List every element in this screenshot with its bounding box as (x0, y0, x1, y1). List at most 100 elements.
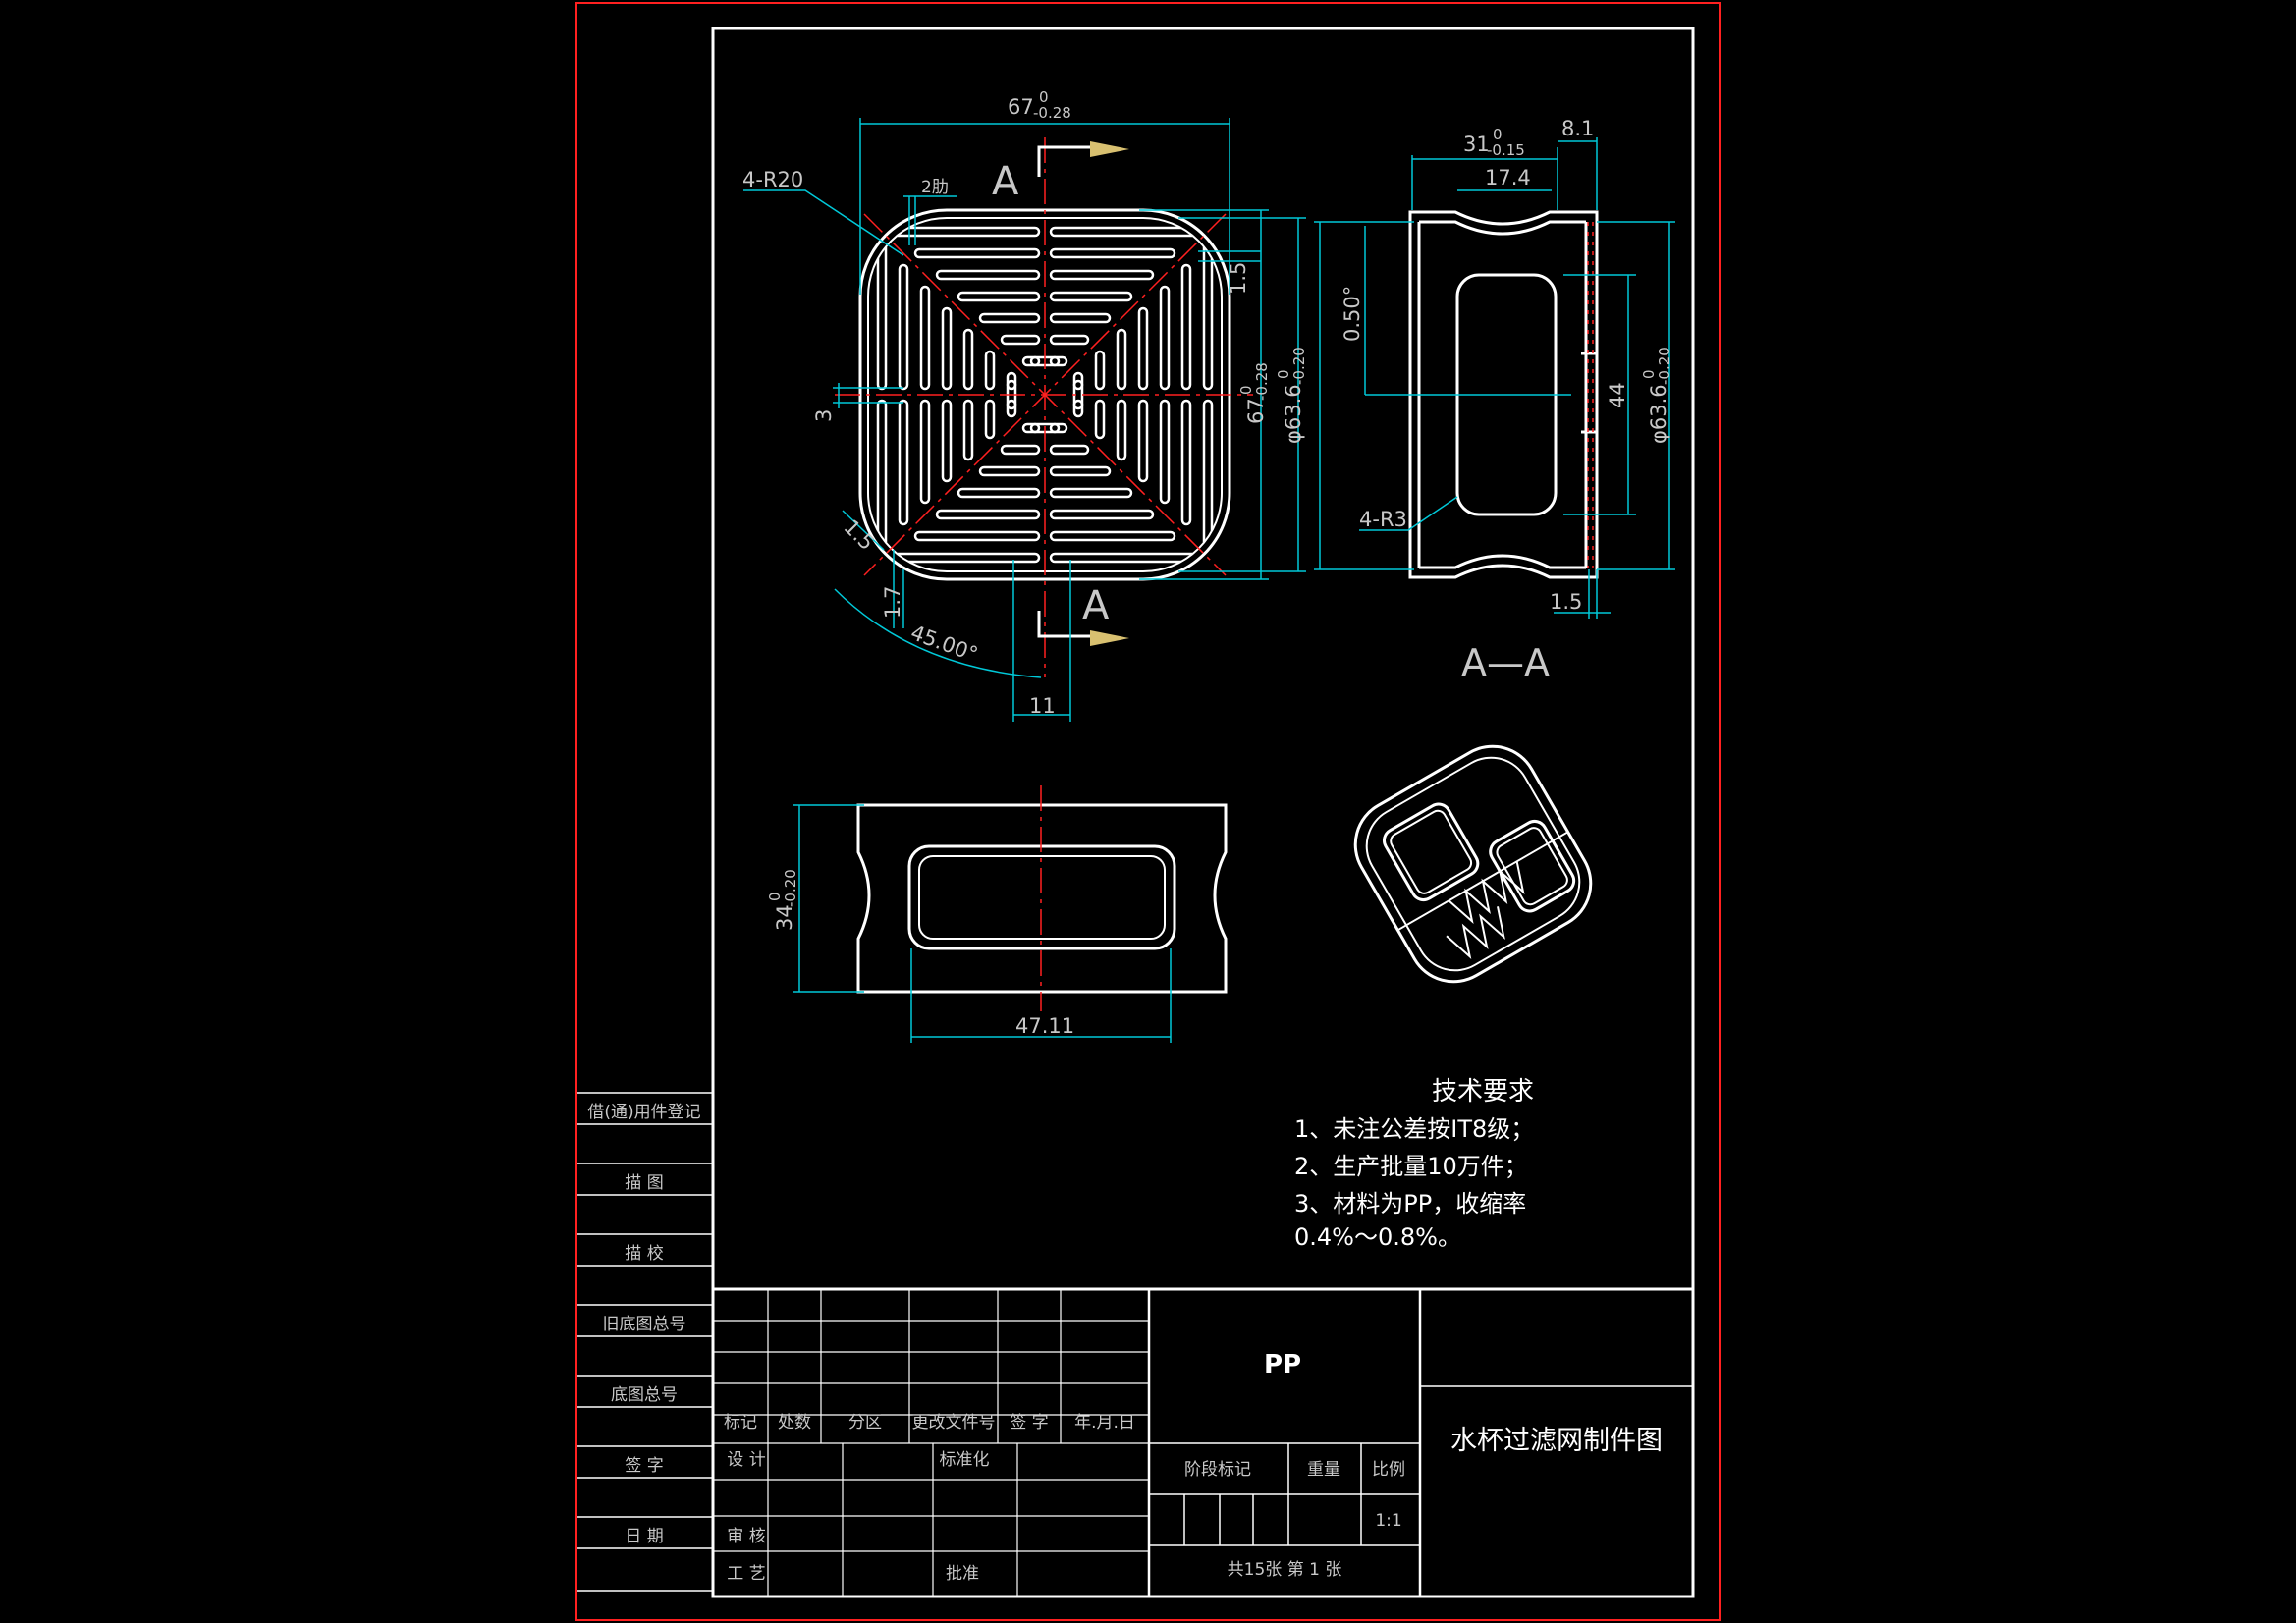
filter-slot (898, 263, 909, 391)
sheet-count: 共15张 第 1 张 (1228, 1560, 1342, 1580)
dim-width-tol-upper: 0 (1039, 88, 1049, 106)
filter-slot (1000, 334, 1041, 346)
section-caption: A—A (1461, 641, 1550, 684)
filter-slot (1049, 487, 1133, 499)
dim-diameter-tol-lower: -0.20 (1290, 347, 1308, 385)
section-mark-bottom (1037, 611, 1129, 646)
front-diagonal-2 (863, 213, 1227, 576)
filter-slot (978, 465, 1041, 477)
dim-slot: 3 (812, 409, 836, 422)
material-label: PP (1264, 1350, 1301, 1380)
tech-item-4: 0.4%～0.8%。 (1294, 1223, 1461, 1251)
side-dim-height: 34 (773, 904, 796, 931)
dim-diameter-tol-upper: 0 (1275, 369, 1292, 379)
filter-slot (913, 247, 1041, 259)
filter-slot (1049, 422, 1068, 434)
filter-slot (876, 399, 888, 548)
sec-dim-depth-tol-lower: -0.15 (1487, 141, 1525, 159)
filter-slot (1202, 242, 1214, 391)
filter-slot (935, 269, 1041, 281)
filter-slot (1049, 247, 1176, 259)
rev-header-doc-no: 更改文件号 (912, 1413, 996, 1433)
tech-requirements: 技术要求 1、未注公差按IT8级； 2、生产批量10万件； 3、材料为PP，收缩… (1294, 1077, 1534, 1251)
strip-label-drawing-no: 底图总号 (611, 1385, 678, 1405)
rib-label: 2肋 (921, 178, 949, 197)
filter-slot (1116, 399, 1127, 461)
filter-slot (1137, 306, 1149, 391)
filter-slot (962, 399, 974, 461)
weight-label: 重量 (1307, 1460, 1340, 1480)
strip-label-old-drawing-no: 旧底图总号 (603, 1315, 686, 1334)
rev-header-count: 处数 (778, 1413, 811, 1433)
filter-slot (1049, 509, 1155, 520)
filter-slot (984, 350, 996, 391)
filter-slot (1000, 444, 1041, 456)
sec-dim-diameter: φ63.6 (1647, 384, 1670, 444)
filter-slot (1049, 312, 1112, 324)
side-dim-height-tol-lower: -0.20 (782, 869, 799, 907)
sec-radius-label: 4-R3 (1359, 508, 1407, 531)
filter-slot (957, 291, 1041, 302)
sec-dim-depth-tol-upper: 0 (1493, 126, 1503, 143)
filter-slot (919, 399, 931, 505)
filter-slot (941, 399, 953, 483)
dim-width-tol-lower: -0.28 (1033, 104, 1071, 122)
filter-slot (1180, 399, 1192, 526)
side-window-outer (907, 844, 1176, 950)
left-strip (577, 1092, 713, 1592)
filter-slot (957, 487, 1041, 499)
filter-slot (898, 399, 909, 526)
tech-title: 技术要求 (1432, 1077, 1534, 1107)
rev-header-date: 年.月.日 (1074, 1413, 1135, 1433)
section-mark-top (1037, 141, 1129, 177)
strip-label-date: 日 期 (625, 1527, 663, 1546)
filter-slot (1072, 371, 1084, 391)
filter-slot (1180, 263, 1192, 391)
rev-header-sign: 签 字 (1010, 1413, 1048, 1433)
strip-label-register: 借(通)用件登记 (587, 1103, 700, 1122)
dim-height: 67 (1244, 398, 1268, 424)
scale-value: 1:1 (1375, 1511, 1401, 1531)
section-arrow-bottom (1090, 630, 1129, 646)
filter-slot (1049, 334, 1090, 346)
filter-slot (1137, 399, 1149, 483)
tech-item-1: 1、未注公差按IT8级； (1294, 1115, 1534, 1143)
filter-slot (935, 509, 1041, 520)
rev-header-mark: 标记 (724, 1413, 757, 1433)
tech-item-3: 3、材料为PP，收缩率 (1294, 1190, 1526, 1217)
filter-slot (1049, 355, 1068, 367)
side-view: 34 0 -0.20 47.11 (766, 785, 1228, 1043)
dim-height-tol-upper: 0 (1237, 385, 1255, 395)
filter-slot (962, 328, 974, 391)
angle-label: 45.00° (907, 621, 981, 667)
sec-dim-wall: 1.5 (1550, 590, 1582, 614)
filter-slot (978, 312, 1041, 324)
sec-dim-diameter-tol-upper: 0 (1640, 369, 1658, 379)
role-standard: 标准化 (940, 1450, 990, 1470)
filter-slot (1006, 371, 1017, 391)
filter-slot (876, 242, 888, 391)
filter-slot (941, 306, 953, 391)
side-body-outline (856, 803, 1228, 994)
filter-slot (1049, 226, 1198, 238)
outer-frame (575, 2, 1721, 1621)
side-window-inner (918, 855, 1166, 940)
sec-dim-flange: 8.1 (1561, 117, 1594, 140)
filter-slot (1006, 399, 1017, 418)
dim-edge: 1.7 (881, 586, 904, 619)
section-view: 31 0 -0.15 8.1 17.4 0.50° 44 φ63.6 0 -0.… (1314, 117, 1675, 684)
filter-slot (1049, 291, 1133, 302)
filter-slot (892, 552, 1041, 564)
sec-dim-depth: 31 (1463, 133, 1490, 156)
filter-slot (1021, 355, 1041, 367)
role-approve: 批准 (946, 1564, 979, 1584)
strip-label-signature: 签 字 (625, 1456, 663, 1476)
filter-slot (1049, 552, 1198, 564)
front-dimensions (743, 118, 1306, 722)
role-check: 审 核 (727, 1527, 765, 1546)
filter-slot (1159, 399, 1171, 505)
strip-label-trace: 描 图 (625, 1173, 663, 1193)
sec-dim-window-height: 44 (1606, 382, 1629, 408)
section-letter-top: A (992, 159, 1019, 204)
